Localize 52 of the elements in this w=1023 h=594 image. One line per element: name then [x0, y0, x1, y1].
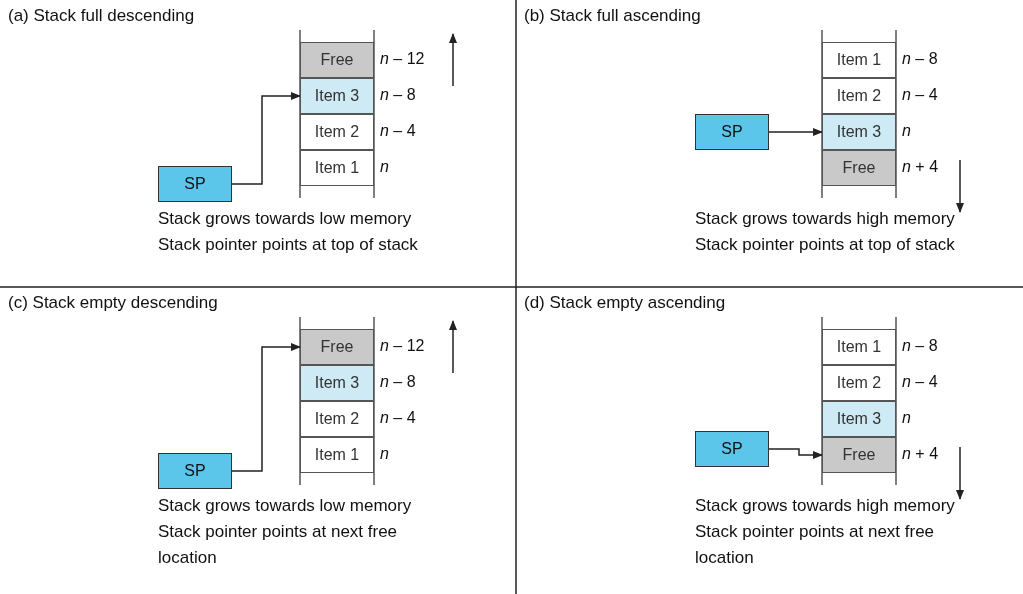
address-label: n – 4: [380, 409, 416, 427]
address-label: n – 8: [902, 50, 938, 68]
stack-pointer-box: SP: [158, 166, 232, 202]
stack-slot: Item 3: [822, 114, 896, 150]
address-label: n – 8: [902, 337, 938, 355]
caption-text: Stack pointer points at top of stack: [695, 234, 956, 256]
address-label: n + 4: [902, 445, 939, 463]
address-label: n – 4: [902, 373, 938, 391]
address-label: n: [902, 409, 911, 427]
address-label: n – 4: [902, 86, 938, 104]
caption-text: Stack grows towards high memory: [695, 495, 956, 517]
panel-title: (a) Stack full descending: [8, 6, 195, 26]
stack-slot: Item 3: [822, 401, 896, 437]
address-label: n: [380, 445, 389, 463]
stack-slot: Item 1: [822, 42, 896, 78]
arrow: [231, 343, 301, 472]
caption-text: Stack grows towards high memory: [695, 208, 956, 230]
address-label: n – 4: [380, 122, 416, 140]
stack-slot: Item 1: [300, 150, 374, 186]
address-label: n – 8: [380, 86, 416, 104]
caption-text: Stack pointer points at next free location: [158, 521, 399, 569]
stack-pointer-box: SP: [158, 453, 232, 489]
panel-title: (c) Stack empty descending: [8, 293, 218, 313]
stack-slot: Item 1: [300, 437, 374, 473]
stack-slot: Item 1: [822, 329, 896, 365]
caption-text: Stack grows towards low memory: [158, 208, 413, 230]
panel-title: (b) Stack full ascending: [524, 6, 701, 26]
stack-slot: Item 2: [822, 365, 896, 401]
arrow: [768, 128, 823, 136]
caption-text: Stack grows towards low memory: [158, 495, 413, 517]
caption-text: Stack pointer points at next free location: [695, 521, 936, 569]
address-label: n – 12: [380, 337, 425, 355]
stack-slot: Item 3: [300, 78, 374, 114]
panel-title: (d) Stack empty ascending: [524, 293, 726, 313]
address-label: n: [380, 158, 389, 176]
caption-text: Stack pointer points at top of stack: [158, 234, 419, 256]
address-label: n – 12: [380, 50, 425, 68]
stack-pointer-box: SP: [695, 114, 769, 150]
stack-slot: Free: [822, 150, 896, 186]
stack-pointer-box: SP: [695, 431, 769, 467]
stack-slot: Free: [300, 42, 374, 78]
address-label: n – 8: [380, 373, 416, 391]
address-label: n: [902, 122, 911, 140]
arrow: [231, 92, 301, 185]
arrow: [768, 448, 823, 459]
stack-slot: Item 3: [300, 365, 374, 401]
stack-slot: Item 2: [300, 114, 374, 150]
stack-slot: Free: [822, 437, 896, 473]
stack-slot: Item 2: [300, 401, 374, 437]
stack-slot: Item 2: [822, 78, 896, 114]
stack-slot: Free: [300, 329, 374, 365]
address-label: n + 4: [902, 158, 939, 176]
